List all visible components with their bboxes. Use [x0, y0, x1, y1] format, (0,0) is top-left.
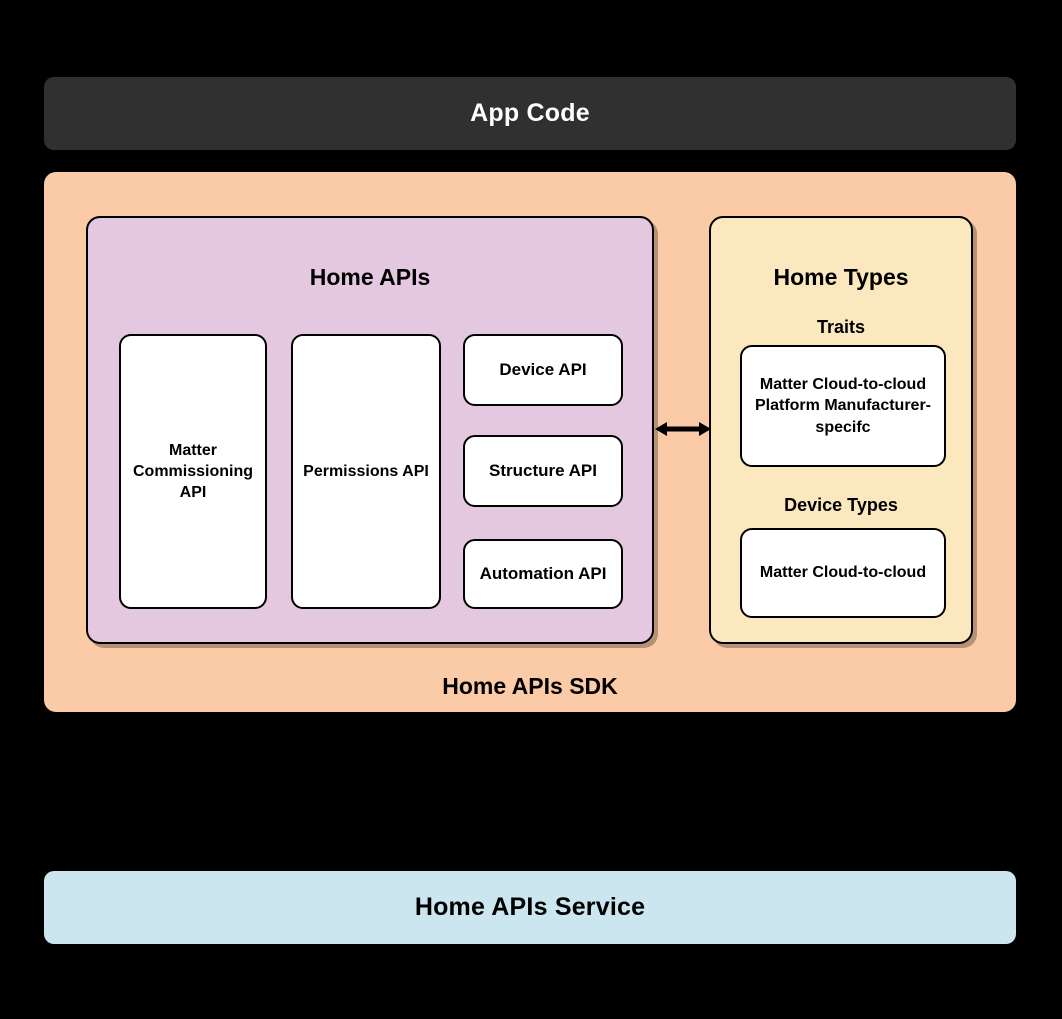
structure-api-card: Structure API	[463, 435, 623, 507]
home-types-panel: Home Types Traits Matter Cloud-to-cloud …	[709, 216, 973, 644]
home-types-title: Home Types	[773, 264, 909, 290]
home-apis-title: Home APIs	[309, 264, 431, 290]
matter-commissioning-api-line-1: Matter	[168, 441, 217, 459]
device-types-line-1: Matter	[759, 564, 808, 582]
device-types-line-2: Cloud-to-cloud	[812, 564, 927, 582]
home-apis-service-label: Home APIs Service	[414, 893, 646, 921]
matter-commissioning-api-line-3: API	[179, 484, 207, 502]
app-code-label: App Code	[470, 99, 590, 127]
home-apis-service-banner: Home APIs Service	[44, 871, 1016, 944]
device-types-heading: Device Types	[784, 495, 898, 515]
device-api-card: Device API	[463, 334, 623, 406]
bidirectional-arrow-icon	[655, 422, 711, 436]
traits-line-1: Matter	[759, 376, 808, 394]
structure-api-label: Structure API	[488, 460, 597, 480]
automation-api-card: Automation API	[463, 539, 623, 609]
traits-heading: Traits	[816, 317, 866, 337]
traits-card: Matter Cloud-to-cloud Platform Manufactu…	[740, 345, 946, 467]
home-apis-sdk-label: Home APIs SDK	[442, 673, 618, 699]
traits-line-2: Cloud-to-cloud	[812, 376, 927, 394]
device-api-label: Device API	[499, 359, 587, 379]
home-apis-panel: Home APIs Matter Commissioning API Permi…	[86, 216, 654, 644]
matter-commissioning-api-card: Matter Commissioning API	[119, 334, 267, 609]
device-types-card: Matter Cloud-to-cloud	[740, 528, 946, 618]
matter-commissioning-api-line-2: Commissioning	[132, 462, 253, 480]
traits-line-4: Manufacturer-specifc	[815, 397, 932, 436]
permissions-api-card: Permissions API	[291, 334, 441, 609]
app-code-banner: App Code	[44, 77, 1016, 150]
permissions-api-label: Permissions API	[303, 462, 429, 480]
home-apis-sdk-container: Home APIs Matter Commissioning API Permi…	[44, 172, 1016, 712]
traits-line-3: Platform	[754, 397, 820, 415]
automation-api-label: Automation API	[479, 563, 607, 583]
